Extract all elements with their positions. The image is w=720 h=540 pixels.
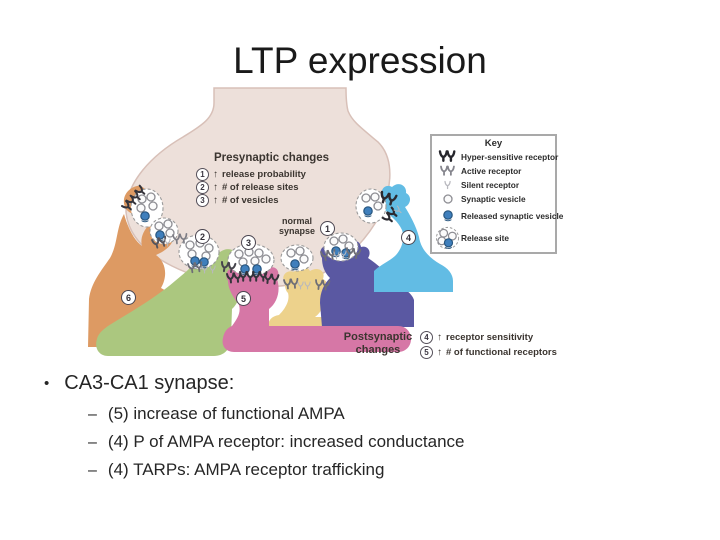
marker-6: 6: [121, 290, 136, 305]
up-arrow-icon: ↑: [213, 169, 218, 180]
postsynaptic-item-label: # of functional receptors: [446, 347, 557, 358]
active-receptor-icon: [435, 165, 461, 178]
marker-3: 3: [241, 235, 256, 250]
key-row: Release site: [435, 225, 552, 251]
spine-green: [96, 248, 243, 356]
presynaptic-item-label: # of vesicles: [222, 195, 279, 206]
circled-number: 4: [420, 331, 433, 344]
up-arrow-icon: ↑: [437, 347, 442, 358]
presynaptic-item: 1 ↑ release probability: [196, 168, 386, 181]
notes-block: • CA3-CA1 synapse: – (5) increase of fun…: [44, 372, 684, 479]
postsynaptic-heading: Postsynaptic changes: [343, 331, 413, 356]
silent-receptor-icon: [435, 180, 461, 191]
released-synaptic-vesicle-icon: [435, 208, 461, 223]
page-title: LTP expression: [233, 40, 487, 81]
marker-1: 1: [320, 221, 335, 236]
key-row: Synaptic vesicle: [435, 192, 552, 206]
release-sites: [130, 188, 387, 277]
bullet-sub-text: (4) TARPs: AMPA receptor trafficking: [107, 460, 385, 479]
circled-number: 5: [420, 346, 433, 359]
release-site: [280, 244, 314, 272]
marker-5: 5: [236, 291, 251, 306]
postsynaptic-item: 4 ↑ receptor sensitivity: [420, 331, 557, 344]
release-site: [323, 232, 359, 262]
circled-number: 2: [196, 181, 209, 194]
release-site: [355, 188, 387, 224]
key-row: Silent receptor: [435, 178, 552, 192]
release-site: [227, 243, 275, 277]
bullet-main: • CA3-CA1 synapse:: [44, 372, 684, 395]
postsynaptic-changes-block: 4 ↑ receptor sensitivity 5 ↑ # of functi…: [420, 331, 557, 359]
up-arrow-icon: ↑: [437, 332, 442, 343]
marker-4: 4: [401, 230, 416, 245]
key-label: Released synaptic vesicle: [461, 210, 564, 221]
synaptic-vesicle-icon: [435, 193, 461, 205]
bullet-main-text: CA3-CA1 synapse:: [64, 372, 235, 394]
marker-2: 2: [195, 229, 210, 244]
key-label: Hyper-sensitive receptor: [461, 152, 559, 162]
key-label: Active receptor: [461, 166, 522, 176]
bullet-sub-item: – (5) increase of functional AMPA: [88, 404, 684, 423]
bullet-sub-item: – (4) TARPs: AMPA receptor trafficking: [88, 460, 684, 479]
up-arrow-icon: ↑: [213, 182, 218, 193]
release-site-icon: [435, 225, 461, 251]
bullet-icon: •: [44, 375, 50, 392]
key-title: Key: [484, 138, 503, 149]
presynaptic-changes-block: Presynaptic changes 1 ↑ release probabil…: [196, 152, 386, 207]
spine-pink: [222, 262, 411, 352]
key-row: Released synaptic vesicle: [435, 206, 563, 225]
postsynaptic-item: 5 ↑ # of functional receptors: [420, 346, 557, 359]
up-arrow-icon: ↑: [213, 195, 218, 206]
hyper-sensitive-receptor-icon: [435, 150, 461, 164]
dash-icon: –: [88, 406, 97, 423]
dash-icon: –: [88, 434, 97, 451]
dash-icon: –: [88, 462, 97, 479]
key-label: Release site: [461, 233, 509, 243]
presynaptic-item: 3 ↑ # of vesicles: [196, 194, 386, 207]
bullet-sub-item: – (4) P of AMPA receptor: increased cond…: [88, 432, 684, 451]
circled-number: 1: [196, 168, 209, 181]
key-row: Hyper-sensitive receptor: [435, 150, 558, 164]
presynaptic-item-label: # of release sites: [222, 182, 299, 193]
postsynaptic-item-label: receptor sensitivity: [446, 332, 534, 343]
key-label: Synaptic vesicle: [461, 194, 526, 204]
key-row: Active receptor: [435, 164, 552, 178]
normal-synapse-label: normal synapse: [278, 216, 316, 236]
key-legend: Key Hyper-sensitive receptor Active rece…: [430, 134, 563, 254]
bullet-sub-text: (4) P of AMPA receptor: increased conduc…: [107, 432, 465, 451]
presynaptic-item-label: release probability: [222, 169, 306, 180]
bullet-sub-text: (5) increase of functional AMPA: [107, 404, 345, 423]
presynaptic-item: 2 ↑ # of release sites: [196, 181, 386, 194]
circled-number: 3: [196, 194, 209, 207]
bullet-sublist: – (5) increase of functional AMPA – (4) …: [88, 404, 684, 479]
spine-purple: [320, 240, 414, 327]
key-label: Silent receptor: [461, 180, 520, 190]
presynaptic-heading: Presynaptic changes: [214, 152, 330, 164]
